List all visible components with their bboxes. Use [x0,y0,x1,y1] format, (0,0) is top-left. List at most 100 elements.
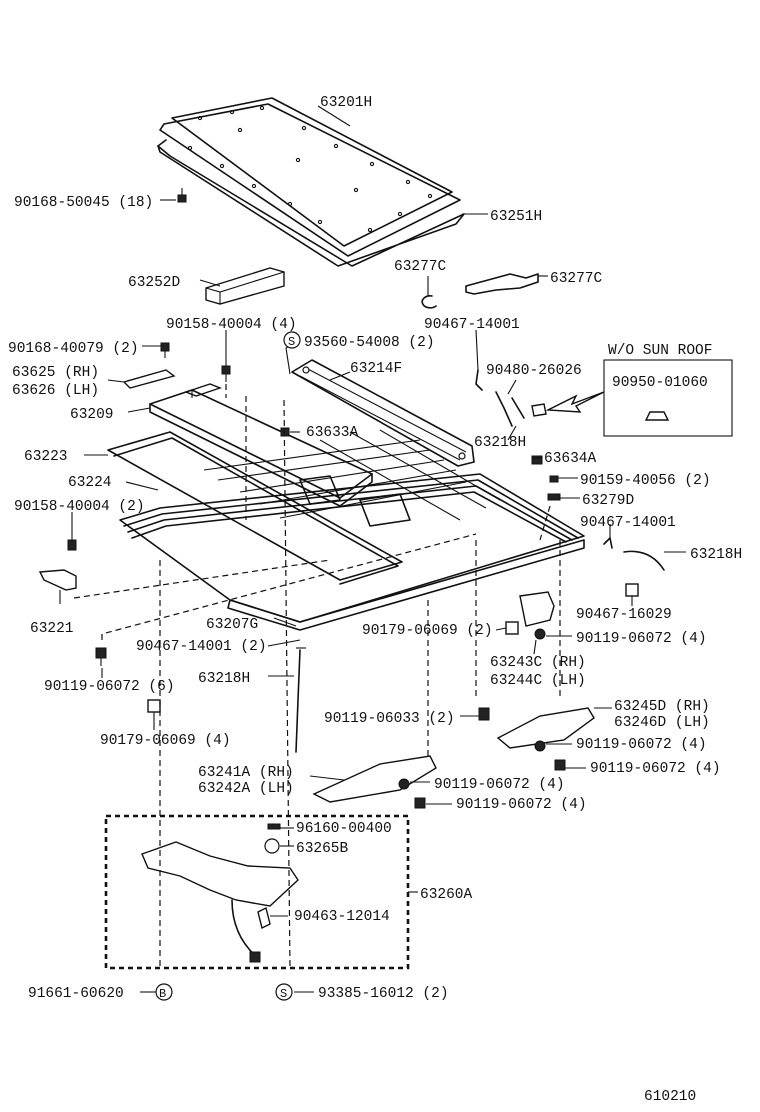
label-63242A: 63242A (LH) [198,781,294,797]
label-63633A: 63633A [306,425,359,441]
wo-sun-roof-box [603,359,733,437]
motor-assembly-63260A [141,823,299,963]
bolt-icon [414,797,426,809]
clip-90467-16029 [625,583,639,597]
label-wo-sun-roof: W/O SUN ROOF [608,343,712,359]
label-63244C: 63244C (LH) [490,673,586,689]
label-90480-26026: 90480-26026 [486,363,582,379]
plug-90950 [644,411,670,421]
bolt-icon [534,628,546,640]
label-90119-06072: 90119-06072 (4) [576,737,707,753]
label-90467-14001-2: 90467-14001 (2) [136,639,267,655]
label-63218H: 63218H [474,435,526,451]
label-90179-06069: 90179-06069 (4) [100,733,231,749]
reference-lines [73,384,561,969]
label-63245D: 63245D (RH) [614,699,710,715]
s-marker [275,983,293,1001]
label-90467-14001: 90467-14001 [580,515,676,531]
s-marker-letter: S [280,987,287,1001]
label-63214F: 63214F [350,361,402,377]
label-63251H: 63251H [490,209,542,225]
label-93560-54008: 93560-54008 (2) [304,335,435,351]
label-63224: 63224 [68,475,112,491]
bracket-63221 [38,569,77,591]
leader-lines [59,105,686,993]
label-63221: 63221 [30,621,74,637]
label-63265B: 63265B [296,841,349,857]
bolt-icon [280,427,290,437]
bracket-63245D [496,707,595,749]
screw-icon [177,188,187,203]
label-63260A: 63260A [420,887,473,903]
label-90119-06072: 90119-06072 (4) [456,797,587,813]
label-96160-00400: 96160-00400 [296,821,392,837]
label-90158-40004: 90158-40004 (2) [14,499,145,515]
label-63201H: 63201H [320,95,372,111]
label-63279D: 63279D [582,493,634,509]
figure-number: 610210 [644,1089,696,1105]
b-marker [155,983,173,1001]
bracket-63625 [122,369,176,389]
label-63252D: 63252D [128,275,180,291]
hose-63218H [623,550,665,571]
bracket-63277C [465,273,539,295]
bolt-icon [95,647,107,666]
s-marker-letter: S [288,335,295,349]
label-90179-06069: 90179-06069 (2) [362,623,493,639]
nut-icon [505,621,519,635]
bracket-63243C [519,591,555,627]
bolt-icon [554,759,566,771]
weatherstrip [157,145,465,267]
label-63218H: 63218H [198,671,250,687]
label-90463-12014: 90463-12014 [294,909,390,925]
clip-icon [603,537,613,549]
hose-63218H [495,391,525,427]
label-90119-06072: 90119-06072 (4) [590,761,721,777]
arrow-icon [545,391,605,413]
bracket-63241A [312,755,437,803]
bolt-icon [531,455,543,465]
plug-90480 [531,403,547,417]
label-63626: 63626 (LH) [12,383,99,399]
label-63218H: 63218H [690,547,742,563]
label-63634A: 63634A [544,451,597,467]
label-63209: 63209 [70,407,114,423]
deflector-panel-63214F [291,359,475,467]
label-63246D: 63246D (LH) [614,715,710,731]
label-63207G: 63207G [206,617,258,633]
label-90158-40004: 90158-40004 (4) [166,317,297,333]
sunroof-glass-panel [159,97,461,257]
bolt-icon [221,365,231,382]
bolt-icon [534,740,546,752]
label-63243C: 63243C (RH) [490,655,586,671]
label-90168-40079: 90168-40079 (2) [8,341,139,357]
b-marker-letter: B [159,987,166,1001]
frame-assembly [107,429,585,631]
clip-90467 [475,369,483,391]
label-90467-14001: 90467-14001 [424,317,520,333]
label-90467-16029: 90467-16029 [576,607,672,623]
label-63625: 63625 (RH) [12,365,99,381]
hinge-bracket [183,383,223,397]
screw-icon [549,475,559,483]
bolt-icon [398,778,410,790]
label-90159-40056: 90159-40056 (2) [580,473,711,489]
label-63277C: 63277C [550,271,603,287]
label-63241A: 63241A (RH) [198,765,294,781]
bolt-icon [67,539,77,551]
bolt-icon [160,342,170,358]
nut-icon [147,699,161,713]
label-90119-06072: 90119-06072 (4) [434,777,565,793]
label-63223: 63223 [24,449,68,465]
label-91661-60620: 91661-60620 [28,986,124,1002]
clip-63277C [421,295,437,309]
label-93385-16012: 93385-16012 (2) [318,986,449,1002]
label-63277C: 63277C [394,259,447,275]
label-90119-06072: 90119-06072 (4) [576,631,707,647]
label-90119-06033: 90119-06033 (2) [324,711,455,727]
label-90950-01060: 90950-01060 [612,375,708,391]
s-marker [283,331,301,349]
block-63252D [205,267,285,305]
bolt-icon [478,707,490,721]
